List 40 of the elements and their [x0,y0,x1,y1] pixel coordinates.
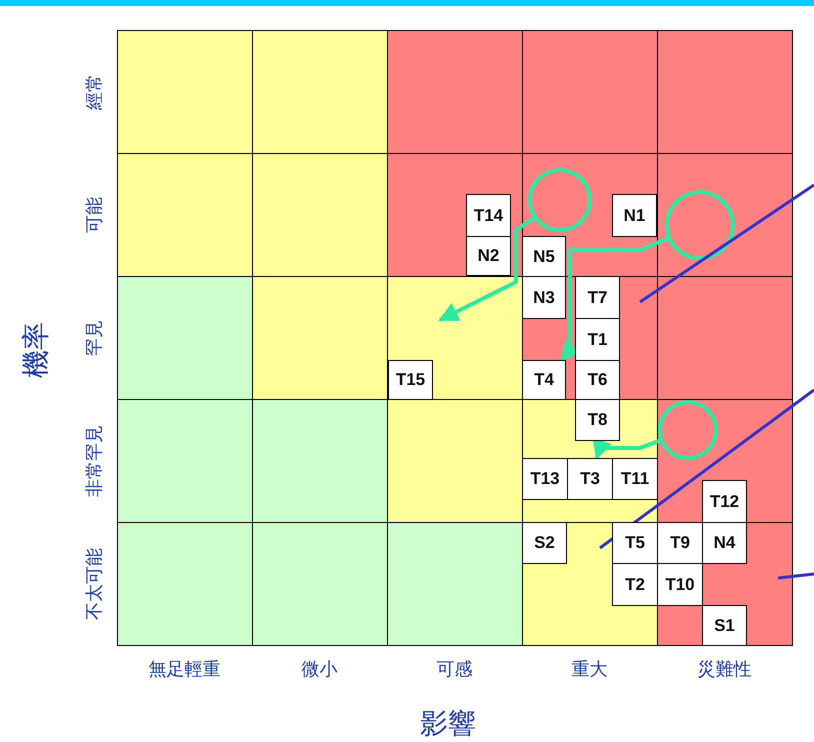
row-label: 可能 [83,196,105,232]
risk-marker: T3 [567,458,613,500]
arrow [438,216,535,322]
risk-marker: T10 [657,563,703,606]
row-label: 經常 [83,74,105,110]
highlight-circle [528,168,592,232]
column-label: 災難性 [698,658,752,681]
row-label: 罕見 [83,320,105,356]
highlight-circle [665,190,735,260]
risk-marker: N3 [522,276,566,319]
column-label: 微小 [302,658,338,681]
risk-marker: T9 [657,522,703,564]
risk-marker: N5 [522,236,566,277]
column-label: 可感 [436,658,472,681]
risk-marker: T13 [522,458,568,500]
row-label: 非常罕見 [83,424,105,496]
row-label: 不太可能 [83,548,105,620]
risk-marker: T5 [612,522,658,564]
column-label: 無足輕重 [148,658,220,681]
risk-marker: S1 [702,605,747,646]
arrow [560,236,668,362]
risk-marker: T6 [575,360,620,400]
risk-marker: T4 [522,360,566,400]
axis-title: 機率 [19,322,52,378]
risk-marker: T2 [612,563,658,606]
risk-marker: T12 [702,480,747,523]
axis-title: 影響 [420,707,476,741]
column-label: 重大 [572,658,608,681]
risk-marker: T1 [575,318,620,361]
risk-marker: N1 [612,194,657,237]
risk-marker: T14 [466,194,511,237]
risk-marker: T8 [575,399,620,441]
risk-marker: S2 [522,522,567,564]
risk-marker: N2 [466,236,511,276]
arrow [592,438,661,460]
risk-marker: N4 [702,522,747,564]
risk-marker: T7 [575,276,620,319]
risk-marker: T11 [612,458,658,500]
highlight-circle [658,400,718,460]
risk-marker: T15 [388,360,433,400]
